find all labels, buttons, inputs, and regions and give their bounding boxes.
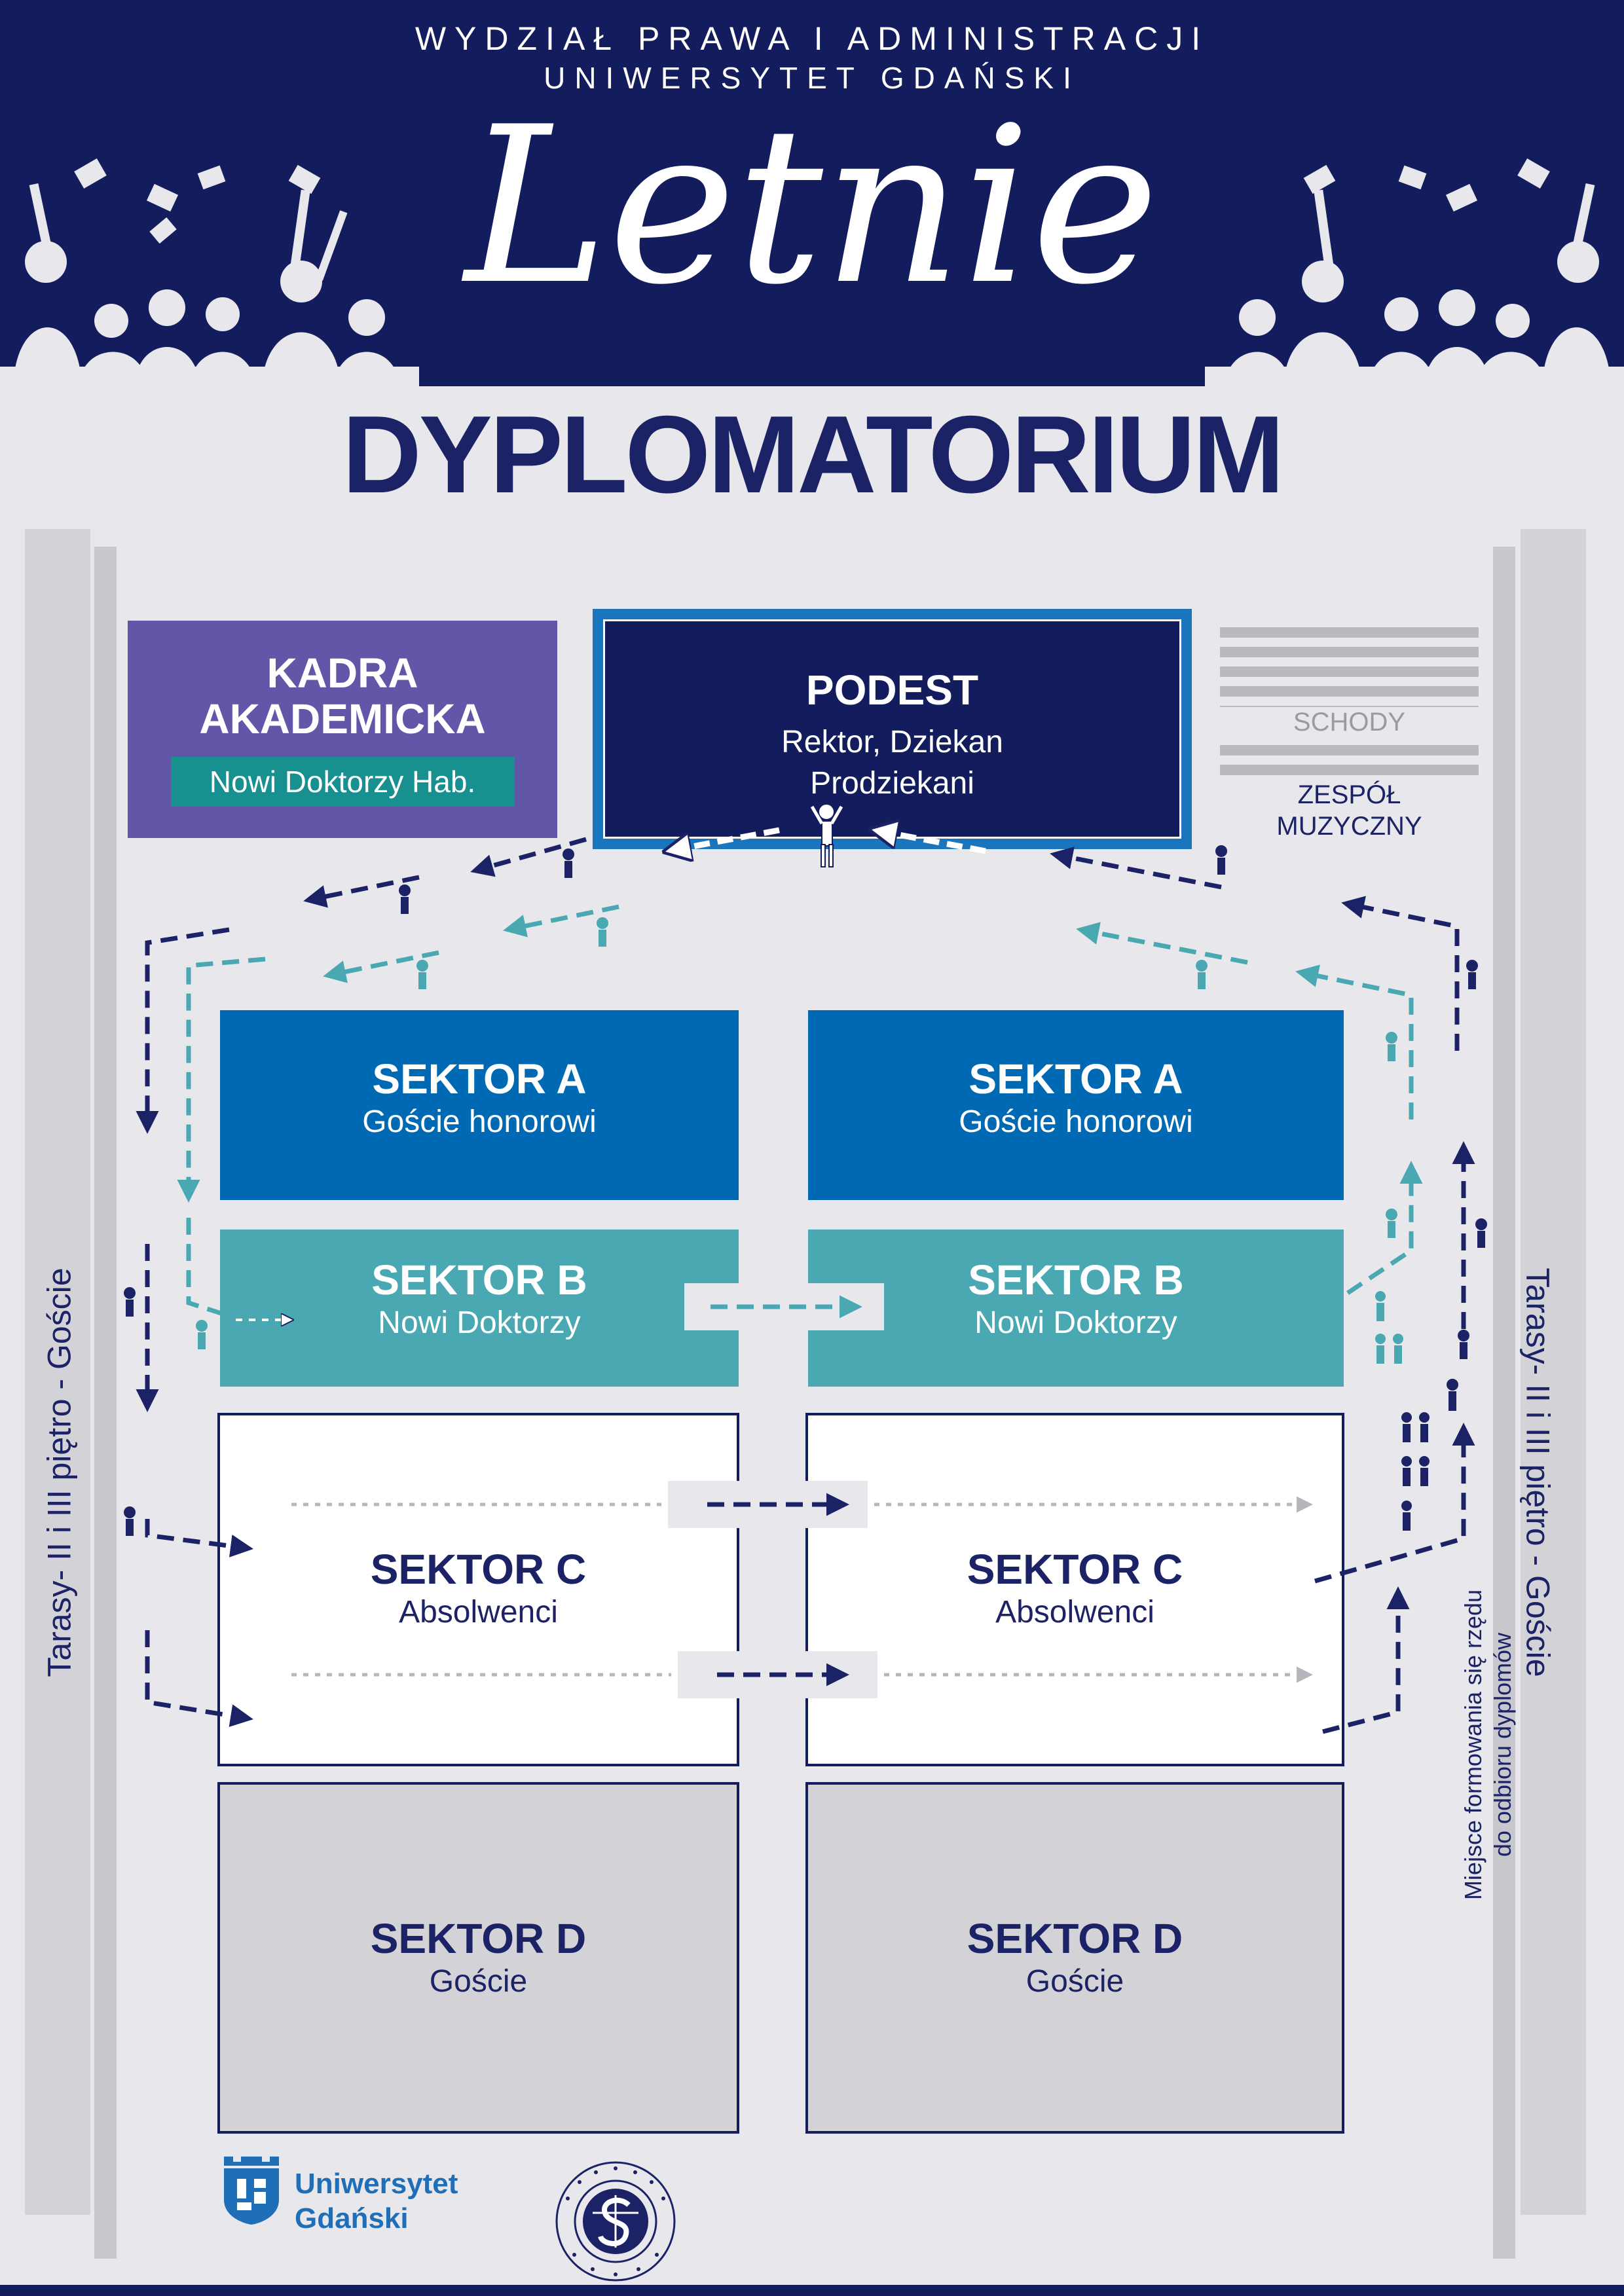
title-script: Letnie [464,81,1160,332]
sector-a-right: SEKTOR A Goście honorowi [808,1010,1344,1200]
sector-a-left: SEKTOR A Goście honorowi [220,1010,739,1200]
band-label-line1: ZESPÓŁ [1297,780,1401,809]
sector-b-right-subtitle: Nowi Doktorzy [974,1305,1177,1341]
ug-logo-icon [224,2157,279,2225]
podest-inner: PODEST Rektor, Dziekan Prodziekani [603,619,1181,839]
stairs-area: SCHODY ZESPÓŁ MUZYCZNY [1220,627,1479,842]
sector-b-right: SEKTOR B Nowi Doktorzy [808,1230,1344,1387]
podest-title: PODEST [805,666,979,714]
sector-d-left: SEKTOR D Goście [217,1782,739,2134]
ug-logo-line2: Gdański [295,2202,409,2234]
podest-line2: Prodziekani [810,765,974,801]
sector-d-left-title: SEKTOR D [370,1915,587,1962]
band-label: ZESPÓŁ MUZYCZNY [1220,779,1479,842]
kadra-akademicka-box: KADRA AKADEMICKA Nowi Doktorzy Hab. [128,621,557,838]
formation-area-label: Miejsce formowania się rzędu do odbioru … [1458,1590,1517,1900]
sector-b-left: SEKTOR B Nowi Doktorzy [220,1230,739,1387]
sector-a-left-subtitle: Goście honorowi [362,1104,597,1140]
sector-d-right-title: SEKTOR D [967,1915,1183,1962]
left-terrace-inner [94,547,117,2259]
formation-label-line1: Miejsce formowania się rzędu [1460,1589,1487,1901]
ug-logo-text: Uniwersytet Gdański [295,2167,458,2236]
sector-c-left: SEKTOR C Absolwenci [217,1413,739,1766]
sector-a-right-subtitle: Goście honorowi [959,1104,1193,1140]
sector-c-right: SEKTOR C Absolwenci [805,1413,1344,1766]
graduates-silhouette-left-icon [0,158,419,386]
sector-a-left-title: SEKTOR A [372,1055,587,1102]
sector-a-right-title: SEKTOR A [969,1055,1183,1102]
sector-b-left-title: SEKTOR B [371,1256,587,1303]
sector-c-right-subtitle: Absolwenci [995,1595,1154,1630]
kadra-title-line2: AKADEMICKA [199,695,486,743]
sector-c-right-title: SEKTOR C [967,1546,1183,1593]
sector-d-left-subtitle: Goście [429,1964,528,1999]
sector-c-left-subtitle: Absolwenci [399,1595,558,1630]
header-banner [0,0,1624,386]
faculty-seal-icon [555,2161,676,2282]
band-label-line2: MUZYCZNY [1276,812,1422,841]
faculty-name: WYDZIAŁ PRAWA I ADMINISTRACJI [415,20,1209,57]
right-terrace-outer [1521,529,1586,2215]
podest-box: PODEST Rektor, Dziekan Prodziekani [593,609,1192,849]
stairs-label: SCHODY [1220,707,1479,737]
right-terrace-inner [1493,547,1515,2259]
sector-b-right-title: SEKTOR B [968,1256,1184,1303]
bottom-stripe [0,2285,1624,2296]
kadra-title-line1: KADRA [267,649,418,697]
sector-c-left-title: SEKTOR C [370,1546,587,1593]
left-terrace-outer [25,529,90,2215]
sector-d-right: SEKTOR D Goście [805,1782,1344,2134]
university-name: UNIWERSYTET GDAŃSKI [544,61,1080,95]
kadra-subtitle: Nowi Doktorzy Hab. [170,756,515,807]
sector-b-left-subtitle: Nowi Doktorzy [378,1305,581,1341]
formation-label-line2: do odbioru dyplomów [1489,1632,1517,1857]
title-main: DYPLOMATORIUM [342,393,1284,516]
graduates-silhouette-right-icon [1205,158,1624,386]
sector-d-right-subtitle: Goście [1025,1964,1124,1999]
ug-logo-line1: Uniwersytet [295,2168,458,2200]
podest-line1: Rektor, Dziekan [781,725,1003,760]
